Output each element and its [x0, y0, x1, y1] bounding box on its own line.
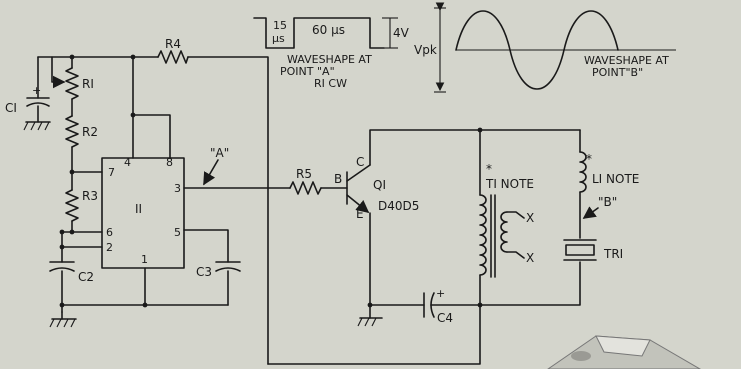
ground-symbol-c1: [23, 121, 51, 131]
waveform-a: 15 µs 60 µs 4V WAVESHAPE AT POINT "A" RI…: [253, 17, 410, 90]
pin-2-label: 2: [106, 241, 113, 254]
pin-1-label: 1: [141, 253, 148, 266]
t1-star: *: [486, 162, 492, 176]
capacitor-c3: C3: [183, 229, 241, 306]
device-photo-fragment: [547, 335, 701, 369]
resistor-r2: R2: [65, 115, 98, 175]
q1-label: QI: [373, 178, 386, 192]
resistor-r4: R4: [157, 37, 189, 64]
pin-4-label: 4: [124, 156, 131, 169]
emitter-label: E: [356, 207, 364, 221]
ground-symbol-emitter: [357, 302, 383, 327]
point-b-label: "B": [598, 195, 617, 209]
waveform-a-amplitude: 4V: [393, 26, 410, 40]
pin-6-label: 6: [106, 226, 113, 239]
pin-7-label: 7: [108, 166, 115, 179]
c1-plus: +: [32, 84, 41, 97]
c1-label: CI: [5, 101, 17, 115]
c4-plus: +: [436, 287, 445, 300]
waveform-a-low-time: 15: [273, 19, 287, 32]
point-a-label: "A": [210, 146, 229, 160]
timer-ic-i1: II 4 8 7 3 6 2 5 1: [101, 156, 185, 269]
t1-note-label: TI NOTE: [485, 177, 534, 191]
output-wire-point-a: "A": [183, 146, 291, 189]
pin-8-label: 8: [166, 156, 173, 169]
x-top-label: X: [526, 211, 534, 225]
ground-bus-wire: [59, 267, 229, 308]
waveform-a-caption-1: WAVESHAPE AT: [287, 53, 372, 66]
x-bottom-label: X: [526, 251, 534, 265]
waveform-b-caption-2: POINT"B": [592, 66, 643, 79]
transistor-q1: B C E QI D40D5: [334, 129, 581, 306]
inductor-l1: * LI NOTE: [579, 129, 639, 239]
c3-label: C3: [196, 265, 212, 279]
q1-part-label: D40D5: [378, 199, 419, 213]
ground-symbol-left: [49, 311, 77, 328]
l1-note-label: LI NOTE: [592, 172, 639, 186]
waveform-a-high-time: 60 µs: [312, 23, 345, 37]
waveform-a-caption-2: POINT "A": [280, 65, 335, 78]
ic-label: II: [135, 202, 142, 216]
r3-label: R3: [82, 189, 98, 203]
tr1-label: TRI: [603, 247, 623, 261]
waveform-b-amplitude: Vpk: [414, 43, 437, 57]
waveform-a-low-unit: µs: [272, 32, 285, 45]
resistor-r5: R5: [289, 167, 348, 195]
waveform-a-caption-3: RI CW: [314, 77, 347, 90]
waveform-b-caption-1: WAVESHAPE AT: [584, 54, 669, 67]
c4-label: C4: [437, 311, 453, 325]
r2-label: R2: [82, 125, 98, 139]
timing-node-wires: [59, 171, 103, 263]
potentiometer-r1: RI: [51, 56, 94, 117]
l1-star: *: [586, 152, 592, 166]
base-label: B: [334, 172, 342, 186]
collector-label: C: [356, 155, 364, 169]
capacitor-c4: + C4: [369, 287, 481, 325]
transducer-tr1: TRI: [479, 239, 623, 306]
r1-label: RI: [82, 77, 94, 91]
resistor-r3: R3: [65, 171, 98, 233]
pin-5-label: 5: [174, 226, 181, 239]
point-b-marker: "B": [582, 195, 617, 219]
top-rail-wire: [37, 54, 269, 365]
r5-label: R5: [296, 167, 312, 181]
ic-supply-wires: [130, 56, 171, 159]
waveform-b: Vpk WAVESHAPE AT POINT"B": [414, 2, 676, 93]
capacitor-c1: + CI: [5, 84, 50, 123]
transformer-t1: X X * TI NOTE: [477, 127, 534, 306]
c2-label: C2: [78, 270, 94, 284]
r4-label: R4: [165, 37, 181, 51]
pin-3-label: 3: [174, 182, 181, 195]
